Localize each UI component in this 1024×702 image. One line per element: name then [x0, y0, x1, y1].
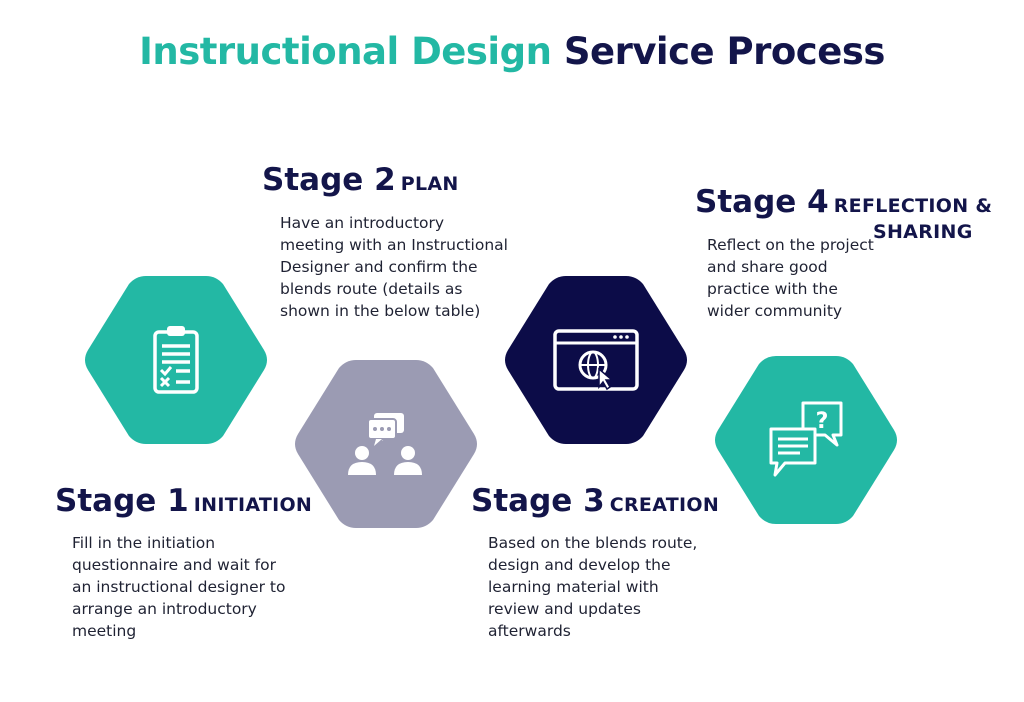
stage-2-description: Have an introductory meeting with an Ins… — [280, 214, 508, 320]
hexagon-shape — [505, 276, 687, 444]
stage-4-description: Reflect on the project and share good pr… — [707, 236, 874, 320]
stage-name: INITIATION — [193, 494, 313, 516]
stage-3-description: Based on the blends route, design and de… — [488, 534, 698, 640]
stage-4-heading-line2: SHARING — [873, 221, 973, 243]
meeting-chat-icon — [346, 411, 426, 477]
stage-4-heading: Stage 4 REFLECTION & — [695, 184, 992, 220]
title-accent: Instructional Design — [139, 30, 552, 73]
stage-3-hexagon — [502, 276, 690, 444]
title-main: Service Process — [563, 30, 886, 73]
hexagon-shape — [85, 276, 267, 444]
stage-1-hexagon — [82, 276, 270, 444]
stage-1-heading: Stage 1 INITIATION — [55, 483, 312, 519]
stage-number: Stage 4 — [695, 184, 829, 220]
hexagon-shape — [295, 360, 477, 528]
stage-name-continued: SHARING — [873, 221, 973, 243]
stage-3-heading: Stage 3 CREATION — [471, 483, 719, 519]
question-chat-bubbles-icon: ? — [767, 401, 845, 479]
stage-number: Stage 2 — [262, 162, 396, 198]
stage-1-description: Fill in the initiation questionnaire and… — [72, 534, 286, 640]
stage-number: Stage 1 — [55, 483, 189, 519]
stage-name: PLAN — [400, 173, 459, 195]
web-browser-globe-icon — [553, 329, 639, 391]
page-title: Instructional Design Service Process — [0, 30, 1024, 73]
svg-text:?: ? — [816, 409, 829, 434]
stage-2-heading: Stage 2 PLAN — [262, 162, 459, 198]
stage-number: Stage 3 — [471, 483, 605, 519]
stage-name: CREATION — [609, 494, 720, 516]
stage-2-hexagon — [292, 360, 480, 528]
stage-4-hexagon: ? — [712, 356, 900, 524]
stage-name: REFLECTION & — [833, 195, 993, 217]
clipboard-checklist-icon — [146, 324, 206, 396]
